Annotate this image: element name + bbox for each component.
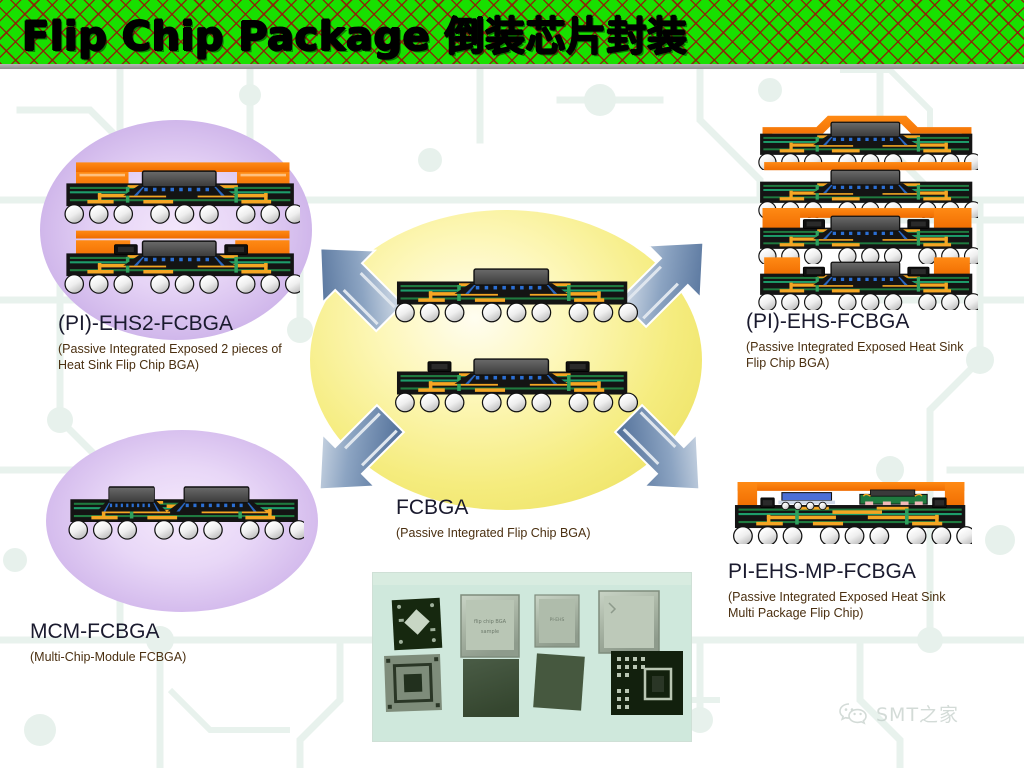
label-ehs-fcbga: (PI)-EHS-FCBGA (Passive Integrated Expos… (746, 310, 981, 372)
diagram-ehs-fcbga-3 (758, 208, 978, 264)
diagram-mcm-fcbga (68, 486, 304, 540)
title-underline (0, 64, 1024, 69)
svg-text:flip chip BGA: flip chip BGA (474, 619, 507, 625)
label-mp-fcbga-subtitle: (Passive Integrated Exposed Heat Sink Mu… (728, 590, 946, 621)
diagram-mp-fcbga (733, 482, 972, 544)
page-title: Flip Chip Package 倒装芯片封装 (22, 14, 688, 60)
title-bar (0, 0, 1024, 64)
wechat-icon (839, 702, 867, 725)
arrow-to-top-right (617, 241, 705, 329)
diagram-fcbga-2 (395, 358, 638, 413)
label-fcbga-title: FCBGA (396, 496, 469, 519)
watermark-text: SMT之家 (876, 704, 960, 726)
watermark: SMT之家 (838, 700, 959, 727)
label-mcm-fcbga: MCM-FCBGA (Multi-Chip-Module FCBGA) (30, 620, 186, 665)
label-mp-fcbga: PI-EHS-MP-FCBGA (Passive Integrated Expo… (728, 560, 963, 622)
label-ehs-fcbga-subtitle: (Passive Integrated Exposed Heat Sink Fl… (746, 340, 964, 371)
arrow-to-bottom-right (613, 403, 701, 491)
svg-text:PI-EHS: PI-EHS (550, 617, 565, 623)
diagram-ehs2-fcbga-1 (64, 162, 300, 224)
package-samples-photo: flip chip BGA sample PI-EHS (372, 572, 692, 742)
label-ehs2-fcbga: (PI)-EHS2-FCBGA (Passive Integrated Expo… (58, 312, 293, 374)
ellipse-top-left-highlight (40, 120, 312, 340)
label-fcbga-subtitle: (Passive Integrated Flip Chip BGA) (396, 526, 591, 541)
diagram-ehs2-fcbga-2 (64, 230, 300, 294)
diagram-ehs-fcbga-1 (758, 115, 978, 170)
label-ehs2-fcbga-subtitle: (Passive Integrated Exposed 2 pieces of … (58, 342, 282, 373)
diagram-ehs-fcbga-2 (758, 162, 978, 218)
label-mp-fcbga-title: PI-EHS-MP-FCBGA (728, 560, 916, 583)
arrow-to-bottom-left (318, 403, 406, 491)
title-hatch-pattern (0, 0, 1024, 64)
label-ehs-fcbga-title: (PI)-EHS-FCBGA (746, 310, 910, 333)
svg-text:sample: sample (481, 629, 499, 635)
label-ehs2-fcbga-title: (PI)-EHS2-FCBGA (58, 312, 234, 335)
label-fcbga: FCBGA (Passive Integrated Flip Chip BGA) (396, 496, 591, 541)
package-samples-photo-content: flip chip BGA sample PI-EHS (373, 573, 691, 741)
label-mcm-fcbga-subtitle: (Multi-Chip-Module FCBGA) (30, 650, 187, 665)
arrow-to-top-left (319, 247, 405, 333)
label-mcm-fcbga-title: MCM-FCBGA (30, 620, 160, 643)
diagram-ehs-fcbga-4 (758, 257, 978, 310)
diagram-fcbga-1 (395, 268, 638, 323)
